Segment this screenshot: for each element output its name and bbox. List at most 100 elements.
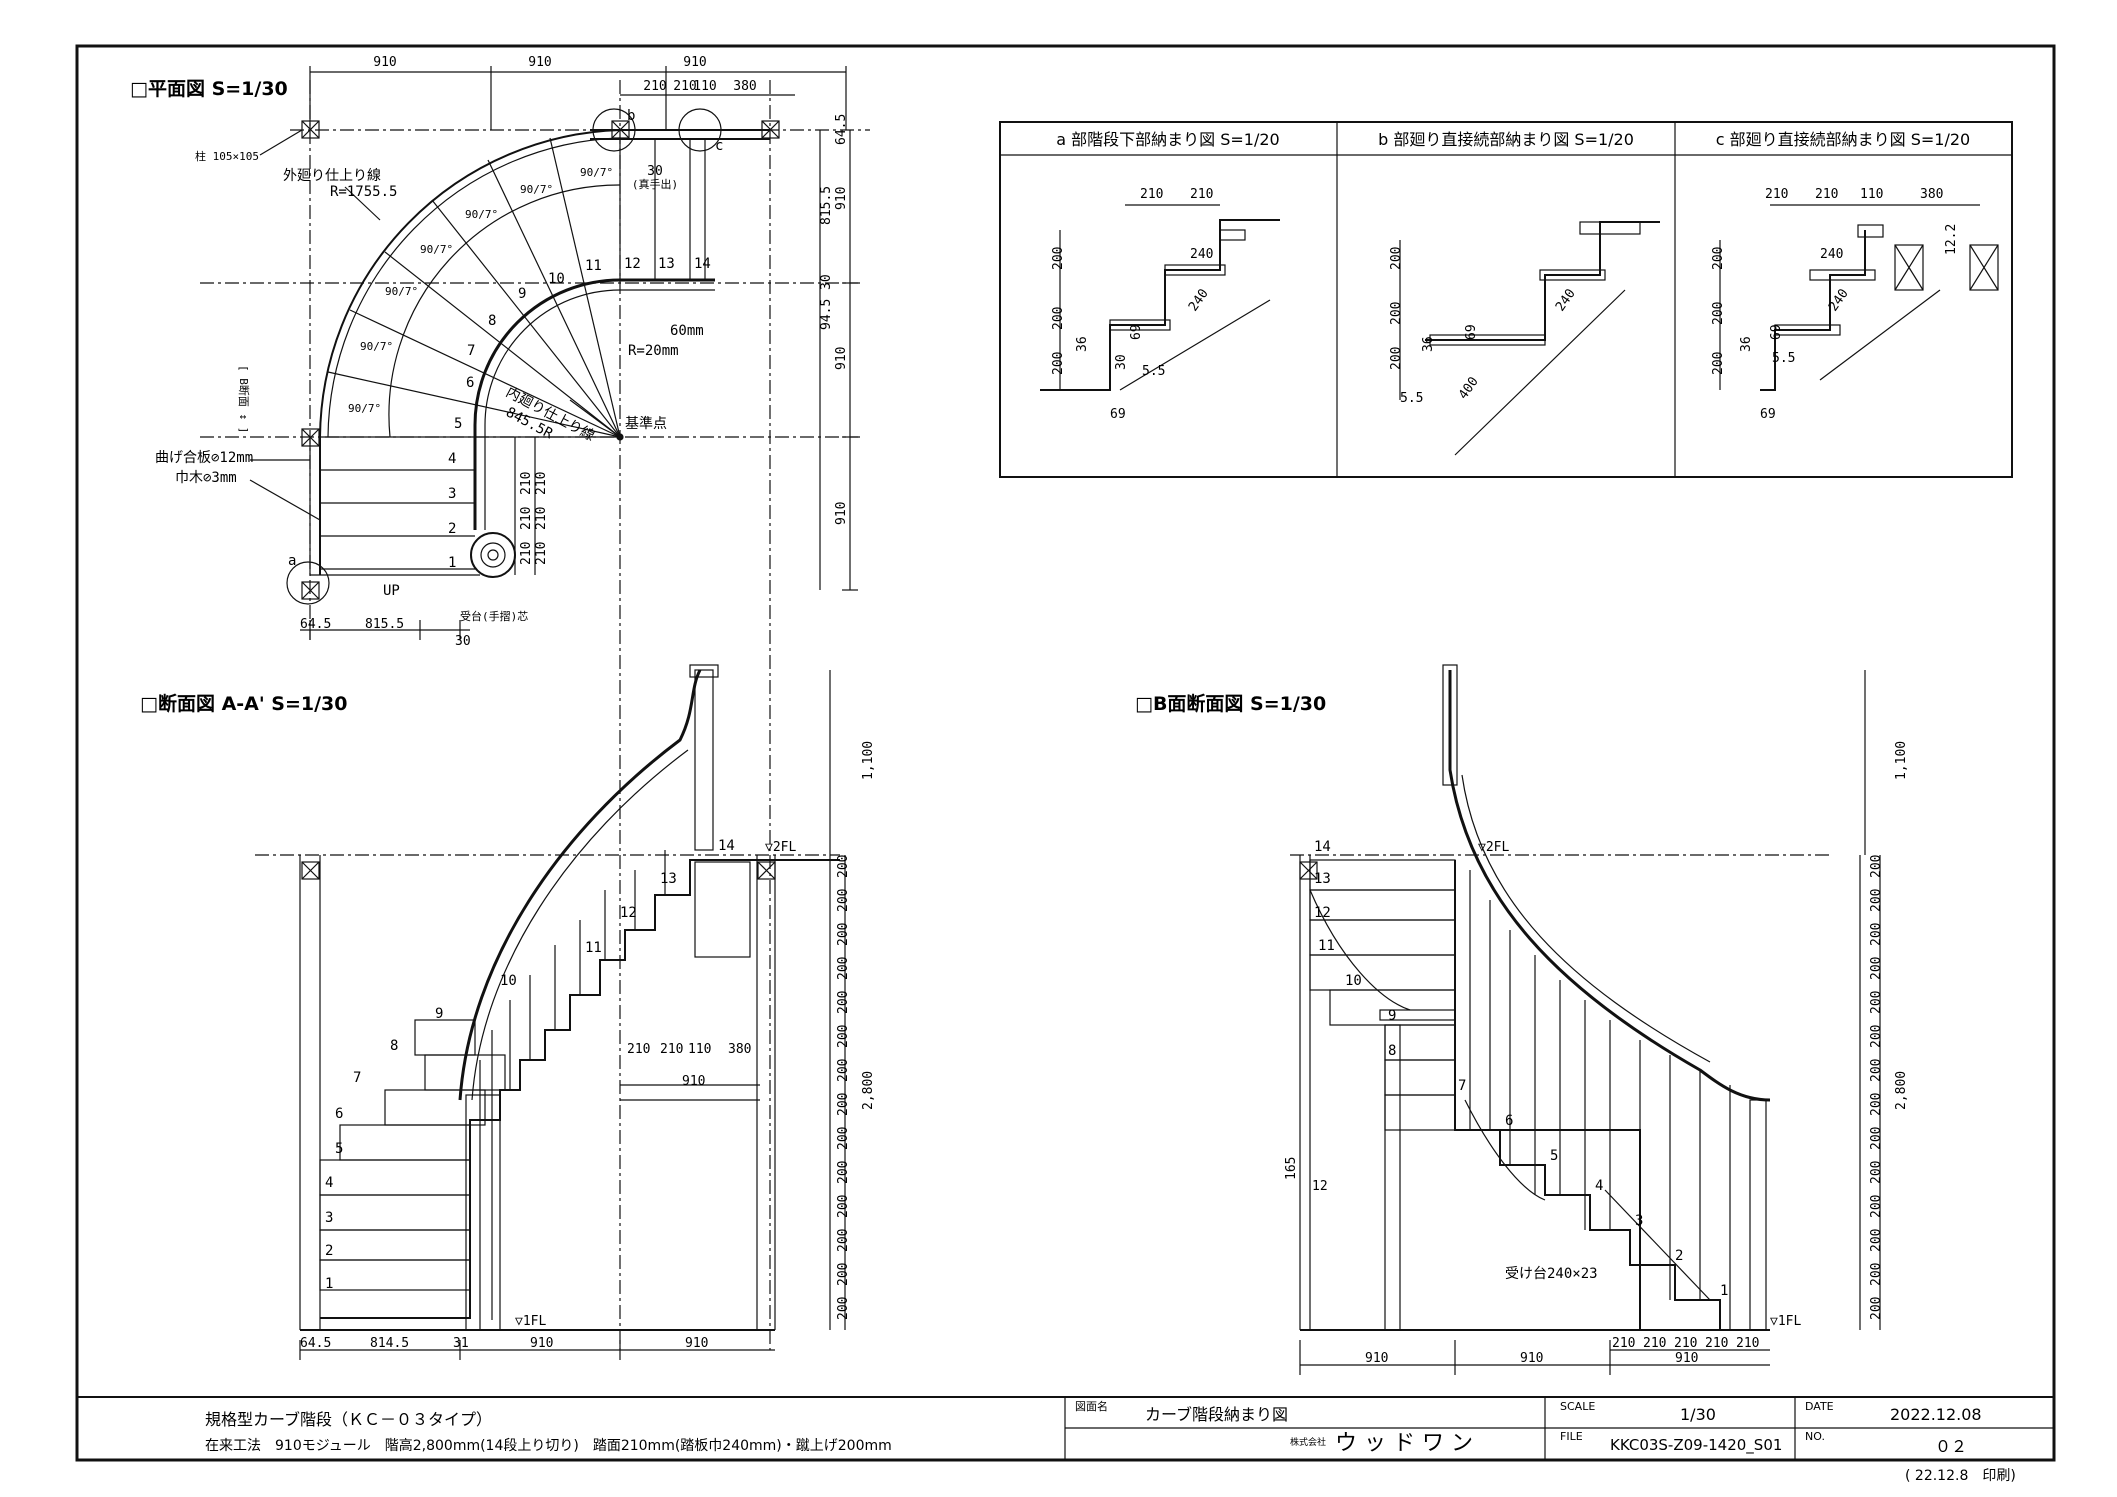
product-name: 規格型カーブ階段（ＫＣ－０３タイプ） [205,1410,492,1429]
section-b-bottom-dim: 210 [1674,1336,1697,1351]
plan-sub-dim: 110 [693,79,716,94]
svg-text:200: 200 [836,1059,851,1082]
section-b-step: 14 [1314,839,1331,855]
plan-step-dim: 210 [519,507,534,530]
up-label: UP [383,583,400,599]
svg-text:200: 200 [1869,1059,1884,1082]
receiver-label: 受台(手摺)芯 [460,609,528,623]
detail-c-dim: 380 [1920,187,1943,202]
plan-step-number: 3 [448,486,456,502]
section-a-sub-dim: 210 [660,1042,683,1057]
svg-text:200: 200 [836,957,851,980]
section-b-bottom-dim: 210 [1736,1336,1759,1351]
plan-step-number: 10 [548,271,565,287]
date-value: 2022.12.08 [1890,1405,1982,1424]
plan-step-dim: 210 [534,507,549,530]
section-b-step: 2 [1675,1248,1683,1264]
section-b-view [1290,664,1881,1375]
svg-text:200: 200 [1869,991,1884,1014]
plan-step-dim: 210 [519,472,534,495]
section-b-title: □B面断面図 S=1/30 [1135,692,1326,715]
section-a-sub-dim: 210 [627,1042,650,1057]
file-label: FILE [1560,1430,1583,1443]
plan-right-dim: 64.5 [834,114,849,145]
section-a-sub-dim: 380 [728,1042,751,1057]
section-a-step: 10 [500,973,517,989]
svg-text:200: 200 [1869,889,1884,912]
section-b-step: 12 [1314,905,1331,921]
detail-b-title: b 部廻り直接続部納まり図 S=1/20 [1378,130,1634,149]
file-name: KKC03S-Z09-1420_S01 [1610,1436,1782,1455]
scale-value: 1/30 [1680,1405,1716,1424]
detail-a-dim: 210 [1140,187,1163,202]
section-a-step: 7 [353,1070,361,1086]
svg-text:200: 200 [836,1093,851,1116]
angle-label: 90/7° [520,183,553,196]
plan-step-number: 6 [466,375,474,391]
detail-b-dim: 200 [1389,302,1404,325]
plan-top-dim: 910 [683,55,706,70]
product-spec: 在来工法 910モジュール 階高2,800mm(14段上り切り) 踏面210mm… [205,1437,892,1454]
section-a-top-dim: 1,100 [861,741,876,780]
scale-label: SCALE [1560,1400,1595,1413]
sheet-number: ０２ [1935,1437,1967,1456]
angle-label: 90/7° [465,208,498,221]
section-a-bottom-dim: 910 [685,1336,708,1351]
plan-step-number: 1 [448,555,456,571]
detail-mark-a: a [288,553,296,569]
plan-right-dim: 910 [834,347,849,370]
plan-step-number: 7 [467,343,475,359]
plan-sub-dim: 210 [643,79,666,94]
section-b-bottom-dim: 910 [1365,1351,1388,1366]
plan-step-dim: 210 [534,472,549,495]
section-b-step: 4 [1595,1178,1603,1194]
angle-label: 90/7° [348,402,381,415]
section-a-step: 12 [620,905,637,921]
section-b-left-dim: 12 [1312,1179,1328,1194]
plan-right-dim: 910 [834,187,849,210]
plan-bottom-dim: 64.5 [300,617,331,632]
plan-top-dim: 910 [373,55,396,70]
detail-a-dim: 240 [1190,247,1213,262]
detail-mark-c: c [715,138,723,154]
detail-b-dim: 5.5 [1400,391,1423,406]
plan-step-number: 4 [448,451,456,467]
section-b-step: 9 [1388,1008,1396,1024]
plan-top-dim: 910 [528,55,551,70]
plan-sub-dim: 210 [673,79,696,94]
svg-text:200: 200 [836,855,851,878]
section-marker: [ B断面 ↕ ] [237,365,251,433]
detail-a-dim: 210 [1190,187,1213,202]
detail-c-dim: 5.5 [1772,351,1795,366]
plan-right-dim: 910 [834,502,849,525]
base-point-label: 基準点 [625,415,667,432]
section-b-bottom-dim: 210 [1612,1336,1635,1351]
plan-step-number: 2 [448,521,456,537]
section-b-step: 13 [1314,871,1331,887]
plan-right-dim: 815.5 [819,186,834,225]
detail-b-dim: 36 [1421,336,1436,352]
section-a-title: □断面図 A-A' S=1/30 [140,692,348,715]
section-b-step: 3 [1635,1213,1643,1229]
section-b-left-dim: 165 [1284,1157,1299,1180]
detail-a-dim: 69 [1129,324,1144,340]
detail-a-dim: 200 [1051,352,1066,375]
section-b-step: 10 [1345,973,1362,989]
baseboard-label: 巾木⊘3mm [175,470,237,486]
section-a-sub-total: 910 [682,1074,705,1089]
svg-text:200: 200 [836,1195,851,1218]
svg-text:200: 200 [836,1127,851,1150]
svg-text:200: 200 [1869,1263,1884,1286]
section-a-2fl: ▽2FL [765,840,796,855]
detail-c-dim: 240 [1820,247,1843,262]
section-a-bottom-dim: 64.5 [300,1336,331,1351]
svg-text:200: 200 [1869,1093,1884,1116]
hand-label: (真手出) [632,177,678,191]
svg-text:200: 200 [1869,1025,1884,1048]
angle-label: 90/7° [385,285,418,298]
section-a-step: 8 [390,1038,398,1054]
svg-text:200: 200 [1869,1229,1884,1252]
detail-c-dim: 36 [1739,336,1754,352]
section-a-step: 14 [718,838,735,854]
detail-c-dim: 200 [1711,352,1726,375]
